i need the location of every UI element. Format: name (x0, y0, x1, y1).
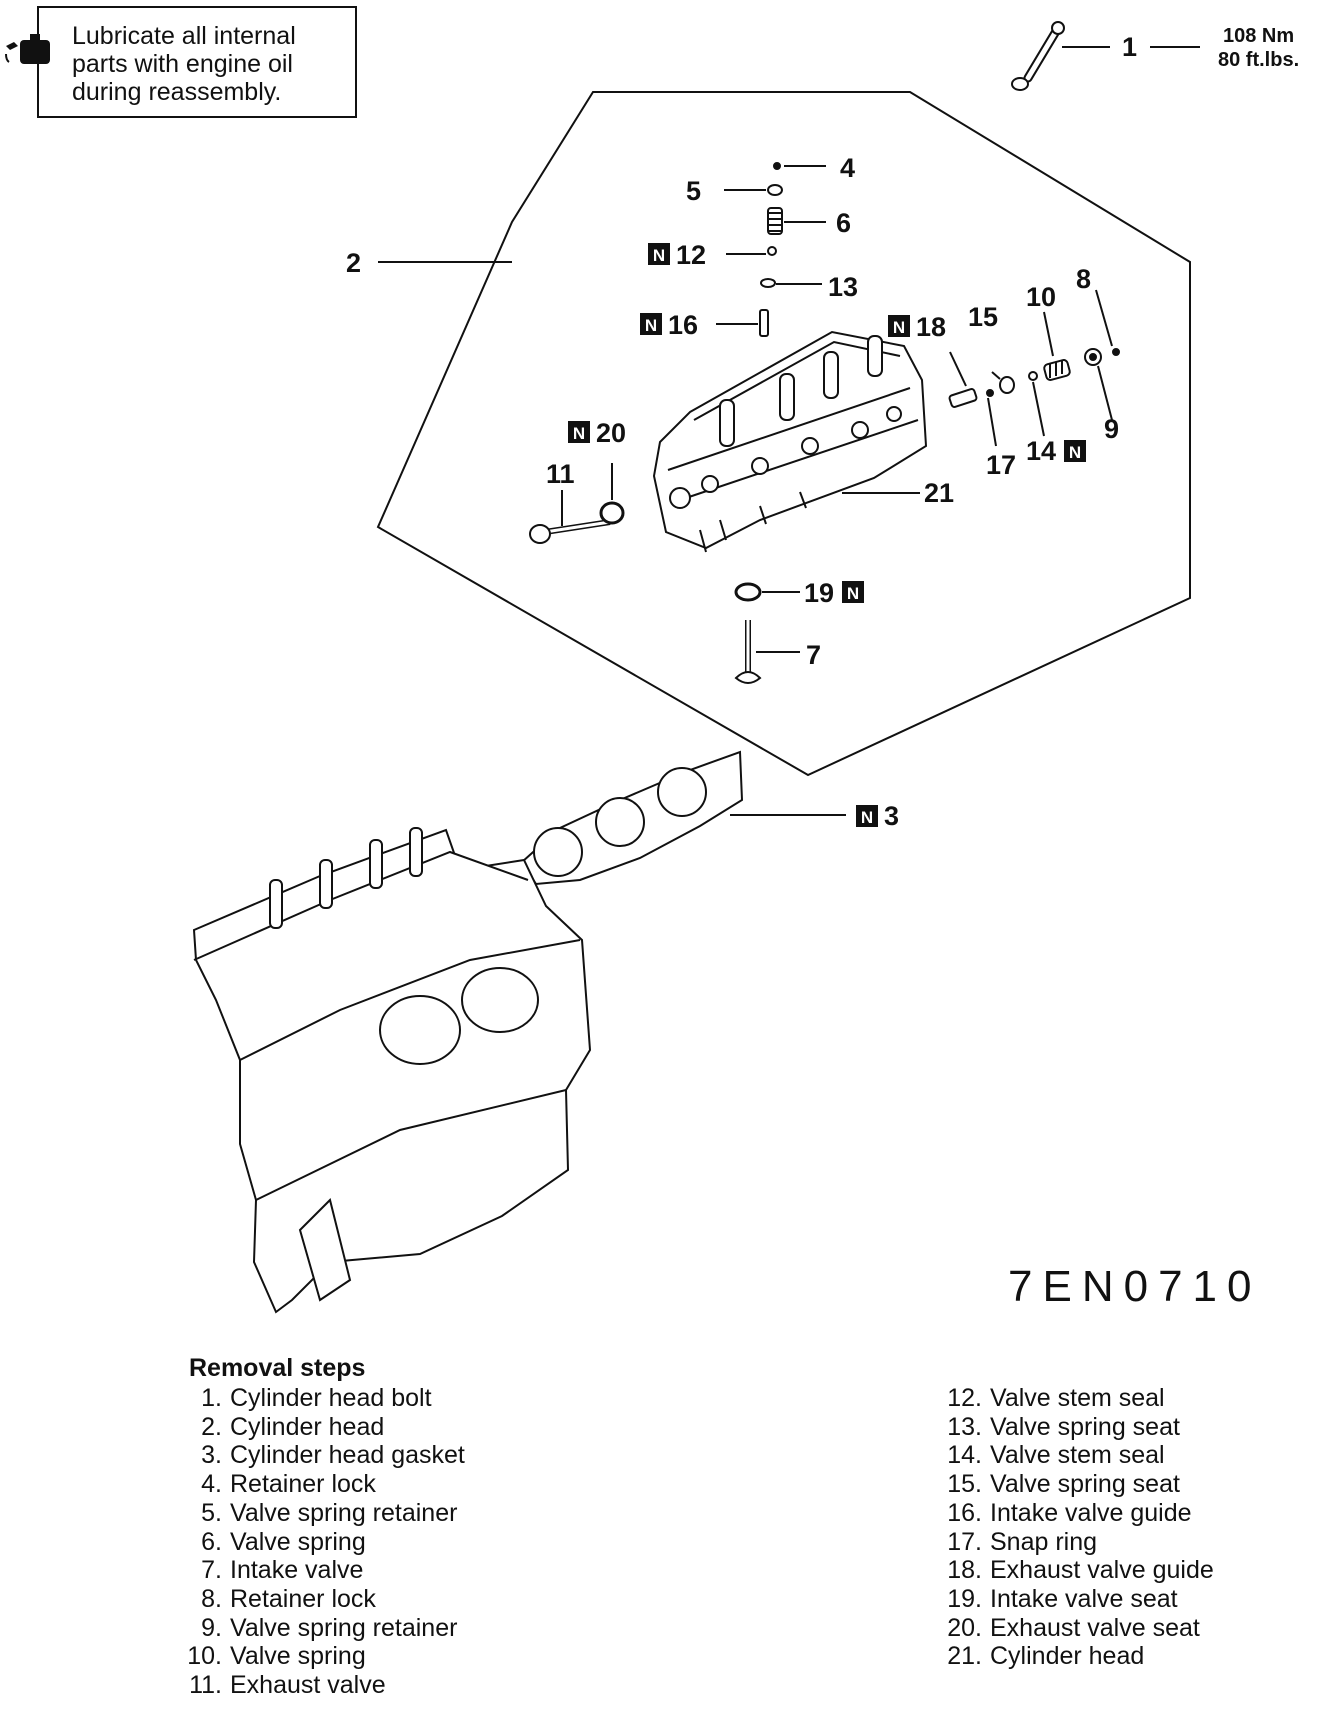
intake-valve-part (734, 620, 762, 684)
list-item: 2.Cylinder head (201, 1412, 385, 1441)
list-item: 6.Valve spring (201, 1527, 366, 1556)
callout-20: 20 (596, 418, 626, 448)
list-item: 11.Exhaust valve (189, 1671, 386, 1700)
callout-2: 2 (346, 248, 361, 278)
callout-1: 1 (1122, 32, 1137, 62)
list-item: 5.Valve spring retainer (201, 1498, 458, 1527)
new-part-badge (568, 421, 590, 443)
list-item: 20.Exhaust valve seat (947, 1613, 1200, 1642)
list-item: 17.Snap ring (947, 1527, 1098, 1556)
list-item: 8.Retainer lock (201, 1584, 376, 1613)
list-item: 15.Valve spring seat (947, 1470, 1180, 1499)
exhaust-valve-seat-part (599, 501, 625, 525)
exhaust-valve-parts (948, 348, 1120, 408)
list-item: 16.Intake valve guide (947, 1498, 1192, 1527)
callout-3: 3 (884, 801, 899, 831)
callout-13: 13 (828, 272, 858, 302)
head-assembly-boundary (376, 91, 1191, 777)
list-item: 21.Cylinder head (947, 1642, 1145, 1671)
callout-16: 16 (668, 310, 698, 340)
callout-6: 6 (836, 208, 851, 238)
callout-8: 8 (1076, 264, 1091, 294)
callout-4: 4 (840, 153, 855, 183)
list-item: 12.Valve stem seal (947, 1384, 1165, 1412)
callout-17: 17 (986, 450, 1016, 480)
removal-steps-right: 12.Valve stem seal 13.Valve spring seat … (930, 1384, 1214, 1671)
removal-steps-left: 1.Cylinder head bolt 2.Cylinder head 3.C… (170, 1384, 465, 1700)
head-gasket-illustration (520, 750, 744, 886)
lubrication-note: Lubricate all internal parts with engine… (72, 22, 296, 106)
callout-14: 14 (1026, 436, 1056, 466)
callout-9: 9 (1104, 414, 1119, 444)
new-part-badge (856, 805, 878, 827)
callout-7: 7 (806, 640, 821, 670)
callout-10: 10 (1026, 282, 1056, 312)
list-item: 14.Valve stem seal (947, 1441, 1165, 1470)
removal-steps-heading: Removal steps (189, 1354, 366, 1382)
new-part-badge (648, 243, 670, 265)
exhaust-valve-part (529, 519, 611, 544)
list-item: 3.Cylinder head gasket (201, 1441, 465, 1470)
engine-block-illustration (192, 827, 592, 1314)
callout-21: 21 (924, 478, 954, 508)
new-part-badge (1064, 440, 1086, 462)
list-item: 1.Cylinder head bolt (201, 1384, 432, 1412)
torque-nm: 108 Nm (1222, 25, 1295, 47)
cylinder-head-illustration (652, 330, 928, 553)
list-item: 4.Retainer lock (201, 1470, 376, 1499)
new-part-badge (888, 315, 910, 337)
oil-can-icon (5, 34, 50, 64)
cylinder-head-bolt-part (1011, 21, 1065, 91)
callout-15: 15 (968, 302, 998, 332)
callout-11: 11 (546, 459, 575, 489)
list-item: 7.Intake valve (201, 1556, 364, 1585)
valve-parts-small (759, 162, 783, 337)
list-item: 9.Valve spring retainer (201, 1613, 458, 1642)
new-part-badge (640, 313, 662, 335)
new-part-badge (842, 581, 864, 603)
reference-code: 7EN0710 (1008, 1262, 1262, 1311)
torque-spec: 108 Nm 80 ft.lbs. (1218, 24, 1299, 72)
intake-valve-seat-part (734, 582, 762, 602)
list-item: 19.Intake valve seat (947, 1584, 1178, 1613)
torque-ftlbs: 80 ft.lbs. (1218, 49, 1300, 71)
callout-12: 12 (676, 240, 706, 270)
callout-5: 5 (686, 176, 701, 206)
list-item: 18.Exhaust valve guide (947, 1556, 1214, 1585)
callout-19: 19 (804, 578, 834, 608)
list-item: 10.Valve spring (187, 1642, 366, 1671)
callout-18: 18 (916, 312, 946, 342)
list-item: 13.Valve spring seat (947, 1412, 1180, 1441)
